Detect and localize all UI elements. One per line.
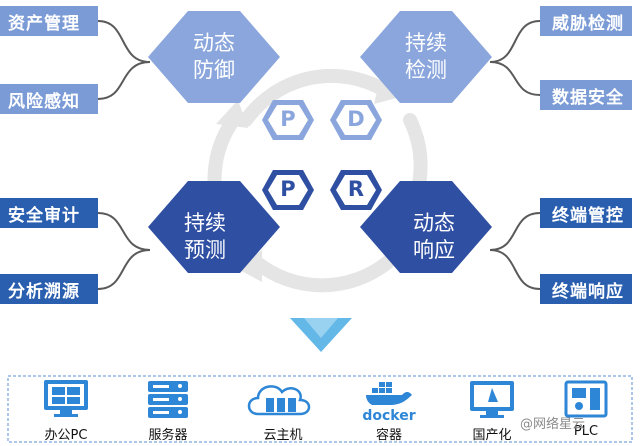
server-icon (148, 381, 188, 418)
detect-hexagon (360, 11, 492, 103)
plc-icon (564, 380, 608, 418)
svg-text:docker: docker (362, 408, 415, 424)
device-label-office-pc: 办公PC (44, 428, 88, 443)
device-label-server: 服务器 (148, 428, 188, 443)
tag-threat-detection: 威胁检测 (552, 14, 624, 34)
respond-label-line2: 响应 (413, 238, 455, 262)
tag-endpoint-response: 终端响应 (552, 282, 624, 302)
respond-label-line1: 动态 (413, 211, 455, 235)
watermark: @网络星云 (520, 417, 586, 432)
respond-label: 动态 响应 (389, 210, 479, 264)
predict-letter: P (280, 177, 296, 201)
windows-pc-icon (44, 380, 88, 417)
tag-security-audit: 安全审计 (8, 206, 80, 226)
respond-hexagon (360, 181, 492, 273)
respond-letter: R (347, 177, 365, 201)
protect-label: 动态 防御 (169, 30, 259, 84)
device-label-cloud-host: 云主机 (263, 428, 303, 443)
device-box (7, 375, 633, 443)
letter-hexagons (262, 100, 382, 210)
domestic-pc-icon (470, 381, 514, 418)
protect-label-line2: 防御 (193, 58, 235, 82)
detect-letter: D (347, 107, 365, 131)
protect-hexagon (148, 11, 280, 103)
device-label-plc: PLC (573, 424, 599, 439)
detect-label-line1: 持续 (405, 31, 447, 55)
tag-backgrounds (0, 6, 632, 304)
protect-letter: P (280, 107, 296, 131)
detect-label-line2: 检测 (405, 58, 447, 82)
connector-lines (97, 20, 541, 290)
docker-icon: docker (362, 382, 416, 424)
predict-label-line1: 持续 (184, 211, 226, 235)
tag-data-security: 数据安全 (552, 88, 624, 108)
tag-asset-management: 资产管理 (8, 14, 80, 34)
predict-label: 持续 预测 (160, 210, 250, 264)
predict-label-line2: 预测 (184, 238, 226, 262)
protect-label-line1: 动态 (193, 31, 235, 55)
detect-label: 持续 检测 (381, 30, 471, 84)
device-label-container: 容器 (375, 428, 402, 443)
predict-hexagon (148, 181, 280, 273)
cloud-host-icon (247, 385, 311, 416)
tag-endpoint-control: 终端管控 (552, 206, 624, 226)
tag-analysis-tracing: 分析溯源 (8, 282, 80, 302)
down-arrow-icon (290, 318, 352, 352)
device-label-domestic: 国产化 (472, 428, 512, 443)
tag-risk-awareness: 风险感知 (8, 92, 80, 112)
